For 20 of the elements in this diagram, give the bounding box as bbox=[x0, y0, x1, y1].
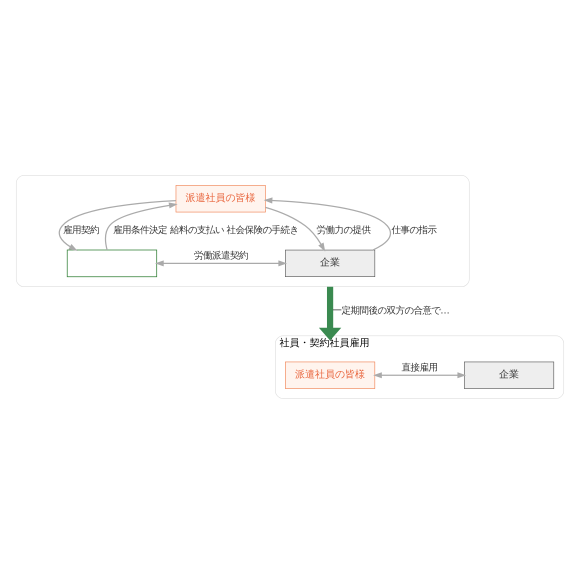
arrow bbox=[104, 202, 178, 250]
edge-label: 直接雇用 bbox=[402, 362, 438, 373]
edge-label: 一定期間後の双方の合意で… bbox=[332, 304, 450, 316]
arrow bbox=[58, 199, 176, 250]
node-box: 派遣社員の皆様 bbox=[285, 361, 376, 388]
arrow bbox=[373, 372, 466, 378]
cluster bbox=[16, 174, 470, 286]
edge-label: 仕事の指示 bbox=[391, 224, 436, 236]
node-box: 企業 bbox=[464, 361, 554, 388]
edge-label: 労働力の提供 bbox=[316, 224, 370, 236]
arrow bbox=[318, 286, 342, 340]
node-box: 派遣社員の皆様 bbox=[176, 184, 266, 212]
node-box bbox=[66, 249, 158, 277]
edge-label: 雇用条件決定 給料の支払い 社会保険の手続き bbox=[112, 224, 299, 236]
arrow bbox=[264, 196, 392, 250]
edge-label: 労働派遣契約 bbox=[194, 250, 248, 261]
node-box: 企業 bbox=[285, 249, 376, 277]
edge-label: 雇用契約 bbox=[63, 224, 100, 236]
arrow bbox=[155, 260, 288, 266]
arrow bbox=[265, 206, 326, 252]
